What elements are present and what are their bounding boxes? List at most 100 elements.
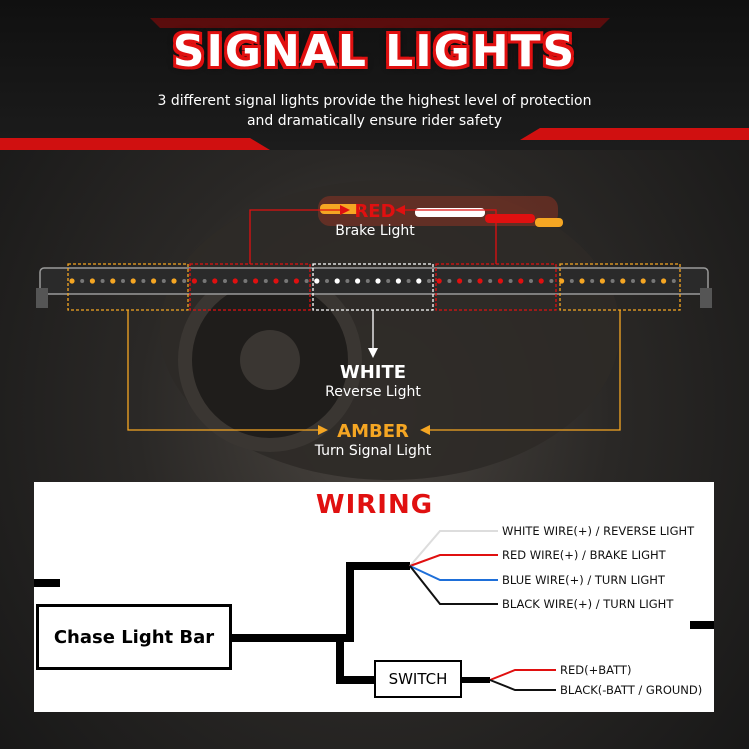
wire-label-red: RED WIRE(+) / BRAKE LIGHT xyxy=(502,548,666,562)
led-dot xyxy=(232,278,238,284)
led-dot xyxy=(467,279,472,283)
led-dot xyxy=(620,278,626,284)
amber-arrow-left xyxy=(318,425,328,435)
led-dot xyxy=(161,279,166,283)
wire-label-white: WHITE WIRE(+) / REVERSE LIGHT xyxy=(502,524,695,538)
led-dot xyxy=(427,279,431,283)
led-dot xyxy=(171,278,177,284)
led-dot xyxy=(488,279,493,283)
main-harness xyxy=(232,562,410,642)
led-dot xyxy=(293,278,299,284)
page-title: SIGNAL LIGHTS xyxy=(172,26,577,77)
roof-light-amber-right xyxy=(535,218,563,227)
led-dot xyxy=(508,279,513,283)
wire-batt-red xyxy=(489,669,556,681)
led-dot xyxy=(538,278,544,284)
amber-connector-right xyxy=(430,310,621,431)
led-dot xyxy=(590,279,595,283)
wire-blue xyxy=(409,565,498,581)
batt-label-black: BLACK(-BATT / GROUND) xyxy=(560,683,703,697)
header-accent-right xyxy=(520,128,749,140)
led-dot xyxy=(273,278,279,284)
led-dot xyxy=(395,278,401,284)
led-row xyxy=(69,278,676,284)
led-dot xyxy=(529,279,533,283)
white-signal-label: Reverse Light xyxy=(325,384,421,400)
wire-label-blue: BLUE WIRE(+) / TURN LIGHT xyxy=(502,573,665,587)
batt-label-red: RED(+BATT) xyxy=(560,663,632,677)
switch-harness xyxy=(336,638,374,684)
white-signal-name: WHITE xyxy=(339,362,407,383)
wire-white xyxy=(409,530,498,567)
led-dot xyxy=(416,278,422,284)
amber-signal-name: AMBER xyxy=(337,421,409,442)
led-dot xyxy=(375,278,381,284)
led-dot xyxy=(365,279,370,283)
header-accent-left xyxy=(0,138,270,150)
led-dot xyxy=(671,279,676,283)
led-dot xyxy=(406,279,411,283)
chase-light-bar-box: Chase Light Bar xyxy=(36,604,232,670)
led-dot xyxy=(304,279,309,283)
led-dot xyxy=(569,279,574,283)
led-dot xyxy=(345,279,350,283)
led-dot xyxy=(253,278,259,284)
led-dot xyxy=(447,279,452,283)
red-signal-name: RED xyxy=(354,201,396,222)
wire-black xyxy=(409,565,498,605)
light-bar-body xyxy=(39,267,709,295)
led-dot xyxy=(223,279,227,283)
red-signal-label: Brake Light xyxy=(335,223,415,239)
led-dot xyxy=(610,279,615,283)
led-dot xyxy=(89,278,95,284)
led-dot xyxy=(121,279,125,283)
led-dot xyxy=(284,279,289,283)
led-dot xyxy=(355,278,361,284)
led-dot xyxy=(631,279,635,283)
led-dot xyxy=(182,279,187,283)
led-dot xyxy=(141,279,146,283)
led-dot xyxy=(457,278,463,284)
wire-batt-black xyxy=(489,679,556,691)
led-dot xyxy=(202,279,207,283)
led-dot xyxy=(436,278,442,284)
led-dot xyxy=(599,278,606,284)
roof-light-red xyxy=(485,214,535,223)
led-dot xyxy=(518,278,524,284)
red-connector xyxy=(249,209,340,264)
wire-red xyxy=(409,554,498,567)
led-dot xyxy=(130,278,136,284)
led-dot xyxy=(212,278,218,284)
bracket-right xyxy=(700,288,712,308)
red-connector-right xyxy=(405,209,497,264)
led-dot xyxy=(549,279,554,283)
led-dot xyxy=(386,279,391,283)
amber-signal-label: Turn Signal Light xyxy=(314,443,432,459)
led-dot xyxy=(651,279,656,283)
led-dot xyxy=(100,279,105,283)
led-dot xyxy=(263,279,268,283)
led-dot xyxy=(191,278,197,284)
led-dot xyxy=(243,279,248,283)
header-accent-top xyxy=(150,18,610,28)
white-arrow xyxy=(368,348,378,358)
led-dot xyxy=(334,278,340,284)
led-dot xyxy=(477,278,483,284)
led-dot xyxy=(69,278,75,284)
led-dot xyxy=(497,278,503,284)
led-dot xyxy=(579,278,585,284)
led-dot xyxy=(80,279,85,283)
switch-box: SWITCH xyxy=(374,660,462,698)
amber-arrow-right xyxy=(420,425,430,435)
led-dot xyxy=(661,278,667,284)
led-dot xyxy=(110,278,116,284)
red-arrow-right xyxy=(395,205,405,215)
wiring-title: WIRING xyxy=(315,490,434,520)
wire-label-black: BLACK WIRE(+) / TURN LIGHT xyxy=(502,597,674,611)
led-dot xyxy=(314,278,320,284)
spare-tire-hub xyxy=(240,330,300,390)
bracket-left xyxy=(36,288,48,308)
